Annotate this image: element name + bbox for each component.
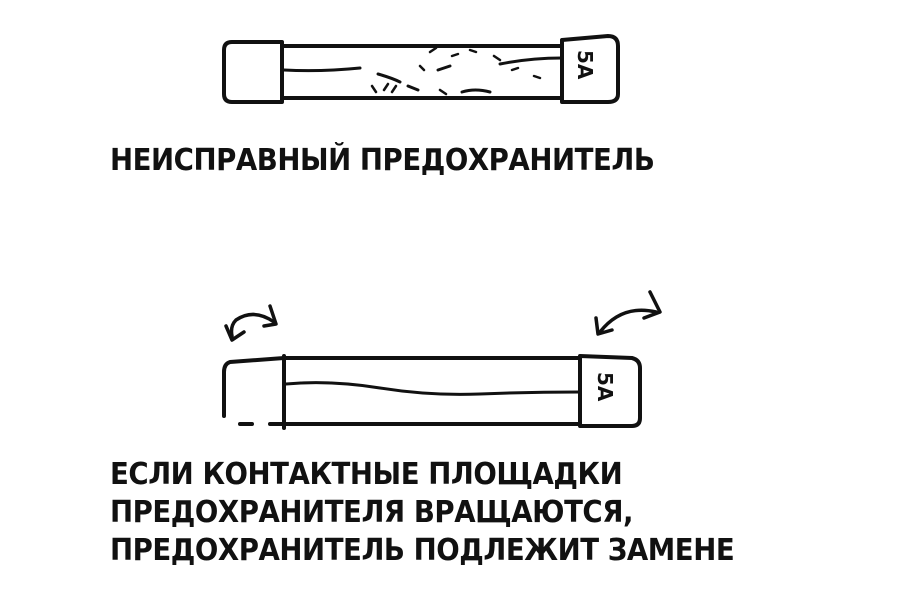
caption-line: НЕИСПРАВНЫЙ ПРЕДОХРАНИТЕЛЬ [110,143,655,178]
intact-filament-icon [284,381,582,396]
fuse-glass-body [282,356,582,426]
left-rotation-arrowhead-icon [224,304,278,342]
top-fuse-rating-label: 5A [573,50,597,80]
fuse-right-cap [578,354,642,428]
caption-line-2: ПРЕДОХРАНИТЕЛЯ ВРАЩАЮТСЯ, [110,495,634,530]
soot-marks [370,46,542,96]
caption-line-3: ПРЕДОХРАНИТЕЛЬ ПОДЛЕЖИТ ЗАМЕНЕ [110,533,735,568]
fuse-right-cap [560,34,620,104]
left-rotation-arrow-icon [229,312,276,338]
right-rotation-arrow-icon [598,308,658,334]
broken-filament-icon [282,56,564,94]
fuse-glass-body [280,44,564,100]
fuse-left-cap [222,40,284,104]
caption-blown-fuse: НЕИСПРАВНЫЙ ПРЕДОХРАНИТЕЛЬ [110,142,655,180]
rotating-caps-fuse-drawing [222,290,662,430]
right-rotation-arrowhead-icon [594,290,662,336]
fuse-left-cap [222,356,286,426]
caption-replace-fuse: ЕСЛИ КОНТАКТНЫЕ ПЛОЩАДКИ ПРЕДОХРАНИТЕЛЯ … [110,456,735,570]
bottom-fuse-rating-label: 5A [593,372,617,402]
blown-fuse-drawing [222,34,620,104]
caption-line-1: ЕСЛИ КОНТАКТНЫЕ ПЛОЩАДКИ [110,457,623,492]
